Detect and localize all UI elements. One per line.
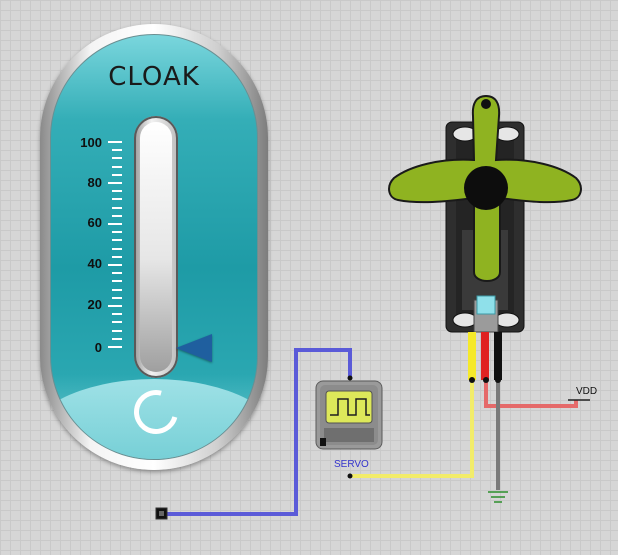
ground-symbol-icon xyxy=(488,491,508,503)
scale-minor-tick xyxy=(112,231,122,234)
servo-label: SERVO xyxy=(334,459,369,470)
vdd-label: VDD xyxy=(576,386,598,397)
signal-wire[interactable] xyxy=(166,348,352,516)
gauge-tube xyxy=(134,116,178,378)
scale-minor-tick xyxy=(112,280,122,283)
scale-minor-tick xyxy=(112,272,122,275)
pulse-wave-icon xyxy=(330,398,370,416)
gauge-tube-glass xyxy=(140,122,172,372)
red-wire[interactable] xyxy=(484,380,578,408)
gauge-wave-decoration xyxy=(51,379,257,459)
scale-minor-tick xyxy=(112,206,122,209)
scale-label-80: 80 xyxy=(87,175,102,190)
scale-label-20: 20 xyxy=(87,297,102,312)
gauge-pointer[interactable] xyxy=(176,334,212,362)
scale-label-0: 0 xyxy=(94,340,102,355)
gauge-title: CLOAK xyxy=(108,62,200,92)
scale-minor-tick xyxy=(112,239,122,242)
scale-minor-tick xyxy=(112,288,122,291)
scale-minor-tick xyxy=(112,329,122,332)
cloak-gauge: CLOAK 100 80 60 40 20 0 xyxy=(40,24,268,470)
scale-minor-tick xyxy=(112,165,122,168)
scale-minor-tick xyxy=(112,255,122,258)
scale-minor-tick xyxy=(112,190,122,193)
servo-arm[interactable] xyxy=(388,94,582,282)
scale-major-tick xyxy=(108,223,122,225)
scale-major-tick xyxy=(108,182,122,184)
scale-minor-tick xyxy=(112,214,122,217)
scale-minor-tick xyxy=(112,247,122,250)
scale-minor-tick xyxy=(112,337,122,340)
scale-label-60: 60 xyxy=(87,215,102,230)
scale-minor-tick xyxy=(112,296,122,299)
scale-minor-tick xyxy=(112,313,122,316)
scale-label-40: 40 xyxy=(87,256,102,271)
scale-major-tick xyxy=(108,264,122,266)
scale-minor-tick xyxy=(112,173,122,176)
scale-label-100: 100 xyxy=(80,135,102,150)
scale-minor-tick xyxy=(112,157,122,160)
yellow-wire[interactable] xyxy=(350,380,474,478)
scale-major-tick xyxy=(108,346,122,348)
scale-minor-tick xyxy=(112,198,122,201)
scale-minor-tick xyxy=(112,149,122,152)
scale-major-tick xyxy=(108,141,122,143)
scale-minor-tick xyxy=(112,321,122,324)
servo-signal-generator[interactable] xyxy=(315,380,383,450)
scale-major-tick xyxy=(108,305,122,307)
